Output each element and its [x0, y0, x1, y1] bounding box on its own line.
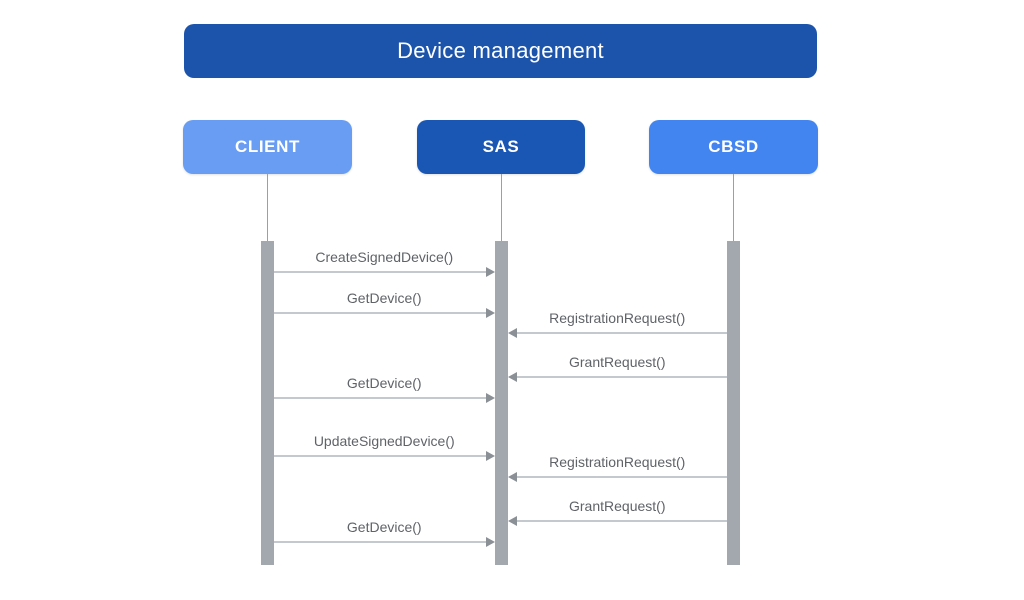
message-label: RegistrationRequest() — [549, 454, 686, 470]
message-label: GrantRequest() — [569, 498, 666, 514]
message-arrowhead — [485, 451, 495, 461]
message-line — [514, 332, 727, 334]
activation-bar-sas — [494, 241, 508, 565]
lifeline-client — [267, 174, 268, 241]
message-arrowhead — [485, 537, 495, 547]
diagram-title-bar: Device management — [184, 24, 817, 78]
message-line — [274, 455, 488, 457]
actor-label-client: CLIENT — [235, 137, 300, 156]
message-arrowhead — [507, 472, 517, 482]
message-line — [274, 397, 488, 399]
actor-label-sas: SAS — [482, 137, 520, 156]
actor-box-sas: SAS — [417, 120, 585, 174]
message-line — [274, 312, 488, 314]
message-label: GrantRequest() — [569, 354, 666, 370]
message-label: GetDevice() — [346, 375, 422, 391]
message-arrowhead — [507, 328, 517, 338]
message-label: GetDevice() — [346, 519, 422, 535]
message-arrowhead — [485, 393, 495, 403]
message-line — [514, 376, 727, 378]
activation-bar-cbsd — [727, 241, 740, 565]
message-label: CreateSignedDevice() — [315, 249, 454, 265]
message-line — [514, 520, 727, 522]
message-arrowhead — [507, 372, 517, 382]
diagram-title: Device management — [397, 38, 604, 63]
message-arrowhead — [507, 516, 517, 526]
message-line — [274, 271, 488, 273]
actor-box-client: CLIENT — [183, 120, 352, 174]
message-arrowhead — [485, 308, 495, 318]
actor-box-cbsd: CBSD — [649, 120, 818, 174]
activation-bar-client — [261, 241, 274, 565]
message-label: UpdateSignedDevice() — [313, 433, 455, 449]
message-label: RegistrationRequest() — [549, 310, 686, 326]
message-line — [274, 541, 488, 543]
lifeline-cbsd — [733, 174, 734, 241]
lifeline-sas — [500, 174, 502, 241]
message-label: GetDevice() — [346, 290, 422, 306]
message-arrowhead — [485, 267, 495, 277]
actor-label-cbsd: CBSD — [708, 137, 759, 156]
message-line — [514, 476, 727, 478]
